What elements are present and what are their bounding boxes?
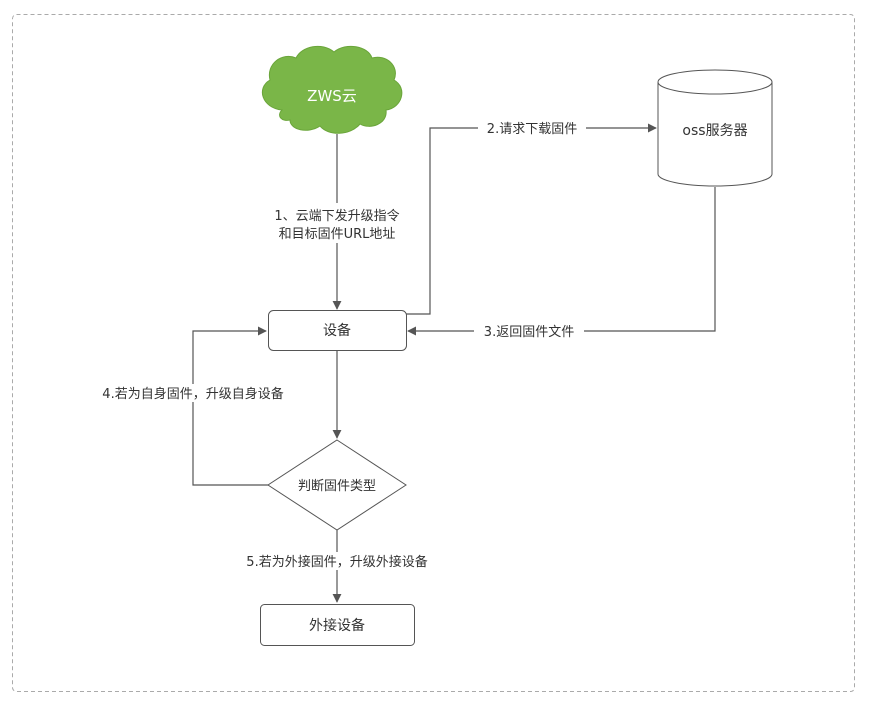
edge1-label-bg (262, 203, 412, 243)
edge1-label-line2: 和目标固件URL地址 (279, 227, 396, 242)
oss-label: oss服务器 (682, 123, 747, 139)
edge5-label-bg (230, 552, 444, 570)
oss-server-node: oss服务器 (657, 69, 773, 187)
edge2-label: 2.请求下载固件 (487, 122, 577, 137)
cloud-shape (261, 45, 403, 134)
external-device-label: 外接设备 (309, 617, 365, 634)
device-box (268, 310, 407, 351)
cloud-node: ZWS云 (261, 45, 403, 134)
diagram-frame (12, 14, 855, 692)
cylinder-top (657, 69, 773, 95)
device-label: 设备 (323, 322, 351, 339)
edge-decision-to-device (192, 326, 268, 486)
external-device-node: 外接设备 (260, 604, 415, 646)
edge5-label: 5.若为外接固件，升级外接设备 (246, 554, 427, 570)
edge4-label-bg (86, 384, 300, 402)
decision-label: 判断固件类型 (298, 479, 376, 494)
decision-node: 判断固件类型 (267, 439, 407, 531)
edge1-label-line1: 1、云端下发升级指令 (274, 208, 399, 224)
external-device-box (260, 604, 415, 646)
cylinder-body (657, 82, 773, 187)
edge4-label: 4.若为自身固件，升级自身设备 (102, 386, 283, 402)
edge-device-to-oss (406, 123, 657, 315)
cloud-label: ZWS云 (307, 87, 357, 105)
device-node: 设备 (268, 310, 407, 351)
edge-oss-to-device (407, 187, 716, 336)
edge2-label-bg (478, 119, 586, 137)
edge3-label-bg (474, 322, 584, 340)
edge3-label: 3.返回固件文件 (484, 325, 574, 340)
